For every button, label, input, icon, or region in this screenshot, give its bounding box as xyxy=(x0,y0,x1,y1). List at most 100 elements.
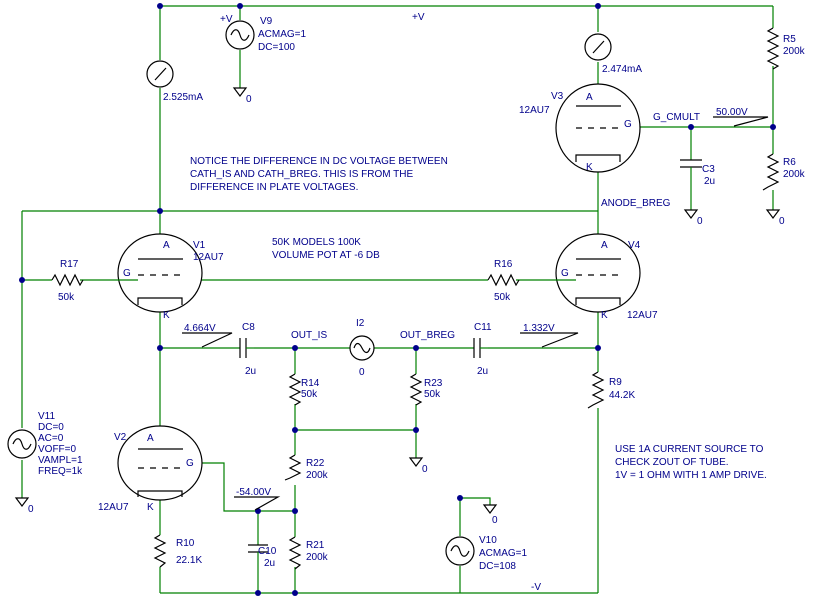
r9-value: 44.2K xyxy=(609,390,635,401)
wires xyxy=(21,5,774,594)
source-v9: +V V9 ACMAG=1 DC=100 0 xyxy=(220,14,307,105)
resistor-r5: R5 200k xyxy=(766,27,806,70)
triode-icon xyxy=(117,425,203,501)
resistor-icon xyxy=(51,273,84,287)
v1-name: V1 xyxy=(193,240,206,251)
note-current-source: USE 1A CURRENT SOURCE TO CHECK ZOUT OF T… xyxy=(615,444,767,481)
v4-name: V4 xyxy=(628,240,641,251)
ground-icon xyxy=(683,209,699,219)
voltage-marker-v2-grid: -54.00V xyxy=(234,487,281,511)
v4-pin-g: G xyxy=(561,268,569,279)
capacitor-icon xyxy=(680,159,702,168)
v2-pin-k: K xyxy=(147,502,154,513)
r16-name: R16 xyxy=(494,259,513,270)
v4-pin-a: A xyxy=(601,240,608,251)
resistor-r17: R17 50k xyxy=(51,259,84,303)
resistor-icon xyxy=(288,373,302,406)
capacitor-c8: C8 2u xyxy=(239,322,256,377)
net-out-is: OUT_IS xyxy=(291,330,327,341)
r14-name: R14 xyxy=(301,378,320,389)
c11-value: 2u xyxy=(477,366,488,377)
voltage-marker-g-cmult: 50.00V xyxy=(713,107,769,127)
marker-flag-icon xyxy=(234,496,281,511)
source-v10: V10 ACMAG=1 DC=108 0 xyxy=(445,504,528,572)
v2-pin-g: G xyxy=(186,458,194,469)
resistor-icon xyxy=(487,273,520,287)
v1-pin-g: G xyxy=(123,268,131,279)
resistor-icon xyxy=(409,373,423,406)
v11-freq: FREQ=1k xyxy=(38,466,83,477)
v10-gnd: 0 xyxy=(492,515,498,526)
g-cmult-voltage: 50.00V xyxy=(716,107,748,118)
tube-v1: A G K V1 12AU7 xyxy=(117,233,224,321)
r5-value: 200k xyxy=(783,46,806,57)
r21-value: 200k xyxy=(306,552,329,563)
resistor-r14: R14 50k xyxy=(288,373,320,406)
c8-value: 2u xyxy=(245,366,256,377)
meter-m2-reading: 2.474mA xyxy=(602,64,642,75)
meter-m2: 2.474mA xyxy=(584,33,642,75)
i2-value: 0 xyxy=(359,367,365,378)
net-g-cmult: G_CMULT xyxy=(653,112,700,123)
c3-gnd: 0 xyxy=(697,216,703,227)
v1-pin-k: K xyxy=(163,310,170,321)
r6-name: R6 xyxy=(783,157,796,168)
resistor-r23: R23 50k 0 xyxy=(408,373,443,475)
resistor-r22: R22 200k xyxy=(284,454,329,481)
r17-value: 50k xyxy=(58,292,75,303)
r23-name: R23 xyxy=(424,378,443,389)
v4-model: 12AU7 xyxy=(627,310,658,321)
note-line: 50K MODELS 100K xyxy=(272,237,361,248)
cath-is-voltage: 4.664V xyxy=(184,323,216,334)
v11-voff: VOFF=0 xyxy=(38,444,77,455)
c3-value: 2u xyxy=(704,176,715,187)
capacitor-c10: C10 2u xyxy=(248,544,277,569)
note-line: CATH_IS AND CATH_BREG. THIS IS FROM THE xyxy=(190,169,414,180)
v11-ac: AC=0 xyxy=(38,433,64,444)
c10-value: 2u xyxy=(264,558,275,569)
v3-pin-g: G xyxy=(624,119,632,130)
v11-name: V11 xyxy=(38,411,55,422)
ground-icon xyxy=(232,87,248,97)
resistor-r9: R9 44.2K xyxy=(587,371,635,409)
c11-name: C11 xyxy=(474,322,492,333)
r21-name: R21 xyxy=(306,540,325,551)
voltage-marker-cath-is: 4.664V xyxy=(182,323,233,348)
capacitor-c3: C3 2u 0 xyxy=(680,159,715,227)
v10-dc: DC=108 xyxy=(479,561,516,572)
v2-grid-voltage: -54.00V xyxy=(236,487,271,498)
c8-name: C8 xyxy=(242,322,255,333)
ground-icon xyxy=(14,497,30,507)
note-line: CHECK ZOUT OF TUBE. xyxy=(615,457,729,468)
v2-model: 12AU7 xyxy=(98,502,129,513)
r22-value: 200k xyxy=(306,470,329,481)
c10-name: C10 xyxy=(258,546,277,557)
resistor-icon xyxy=(288,536,302,570)
resistor-icon xyxy=(153,534,167,568)
net-out-breg: OUT_BREG xyxy=(400,330,455,341)
meter-m1: 2.525mA xyxy=(146,60,203,103)
r23-gnd: 0 xyxy=(422,464,428,475)
v1-model: 12AU7 xyxy=(193,252,224,263)
r17-name: R17 xyxy=(60,259,79,270)
note-line: NOTICE THE DIFFERENCE IN DC VOLTAGE BETW… xyxy=(190,156,448,167)
r5-name: R5 xyxy=(783,34,796,45)
v11-dc: DC=0 xyxy=(38,422,64,433)
v9-dc: DC=100 xyxy=(258,42,295,53)
v3-pin-k: K xyxy=(586,162,593,173)
v10-name: V10 xyxy=(479,535,497,546)
v10-acmag: ACMAG=1 xyxy=(479,548,528,559)
resistor-r16: R16 50k xyxy=(487,259,520,303)
junctions xyxy=(19,3,776,596)
net-anode-breg: ANODE_BREG xyxy=(601,198,671,209)
r14-value: 50k xyxy=(301,389,318,400)
r6-value: 200k xyxy=(783,169,806,180)
resistor-icon xyxy=(762,153,780,191)
marker-flag-icon xyxy=(182,332,233,348)
note-dc-difference: NOTICE THE DIFFERENCE IN DC VOLTAGE BETW… xyxy=(190,156,448,193)
v9-gnd: 0 xyxy=(246,94,252,105)
tube-v4: A G K V4 12AU7 xyxy=(555,233,658,321)
v9-name: V9 xyxy=(260,16,273,27)
v4-pin-k: K xyxy=(601,310,608,321)
resistor-icon xyxy=(587,371,605,409)
